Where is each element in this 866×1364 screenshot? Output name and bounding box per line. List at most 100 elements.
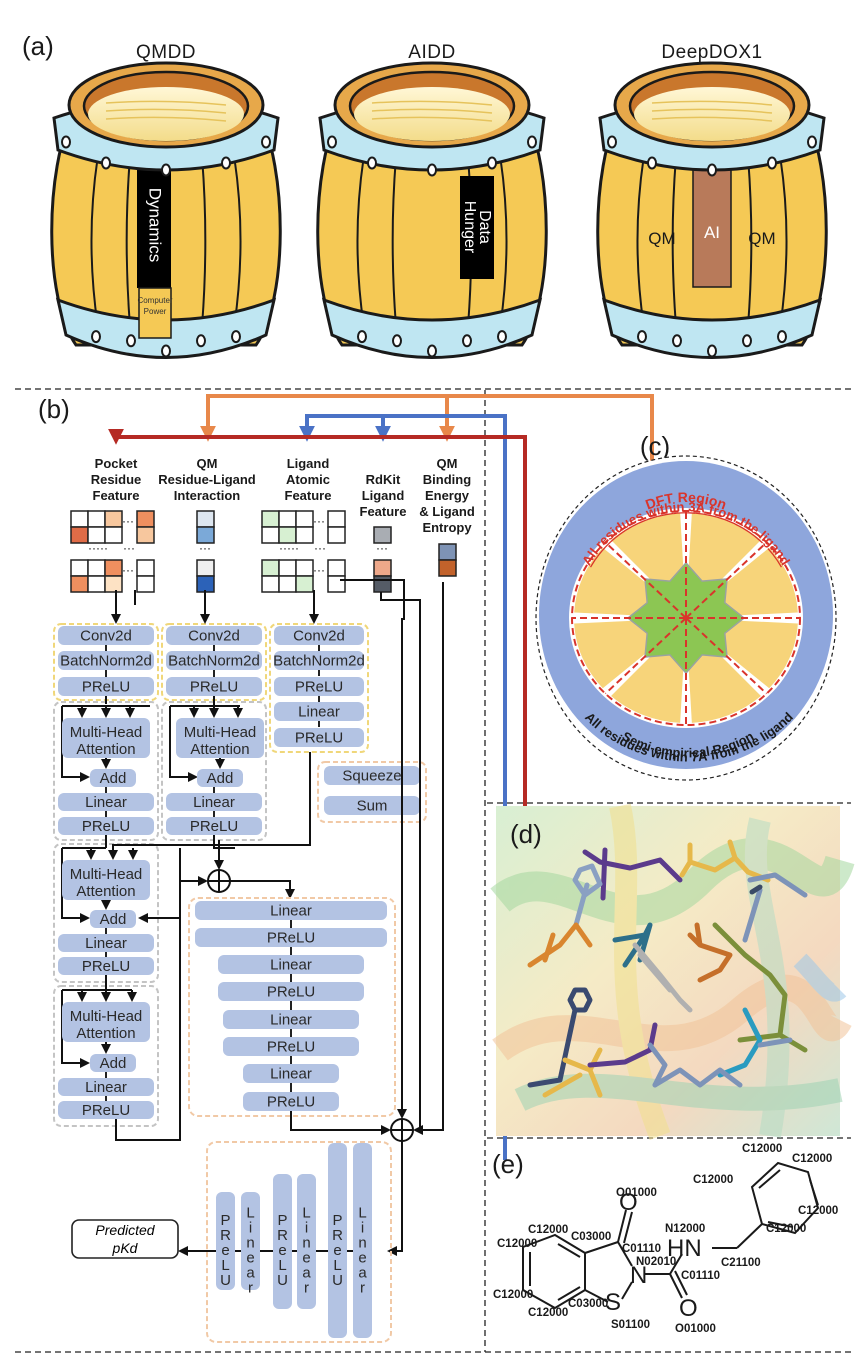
head-block-letter: R [220, 1227, 231, 1244]
squeeze-sum-group [317, 761, 427, 823]
layer-block [223, 1037, 359, 1056]
dft-region-title: DFT Region [643, 489, 729, 513]
head-block-letter: U [277, 1272, 288, 1289]
mha-block [176, 718, 264, 758]
panel-label-a: (a) [22, 31, 54, 61]
atom-label: C12000 [742, 1143, 782, 1155]
barrel-stave-line [671, 157, 677, 326]
barrel-stave-line [391, 157, 397, 326]
rdkit-cell [373, 559, 392, 577]
layer-label: Linear [270, 902, 312, 919]
qm-binding-cell [438, 543, 457, 561]
barrel-rivet [527, 135, 537, 149]
barrel-wood-grain [371, 108, 493, 114]
barrel-rivet [607, 135, 617, 149]
layer-label: Linear [298, 703, 340, 720]
ellipsis: ····· [279, 541, 299, 555]
layer-block [274, 651, 364, 670]
qm-interaction-cell [196, 575, 215, 593]
head-block-letter: r [248, 1279, 253, 1296]
head-block-letter: L [246, 1204, 254, 1221]
head-block-letter: e [278, 1242, 286, 1259]
layer-label: Add [100, 770, 127, 787]
head-block-letter: L [333, 1257, 341, 1274]
barrel-wood-grain [105, 108, 227, 114]
barrel-stave-line [779, 157, 788, 326]
ligand-atomic-cell [278, 559, 297, 577]
barrel-wood-grain [105, 100, 227, 106]
input-header-line: RdKit [366, 472, 401, 487]
layer-label: PReLU [190, 818, 238, 835]
input-header-line: & Ligand [419, 504, 475, 519]
layer-block [58, 934, 154, 952]
layer-block [58, 817, 154, 835]
residue-stick [542, 1047, 603, 1098]
ligand-atomic-cell [261, 559, 280, 577]
layer-block [218, 982, 364, 1001]
head-block [328, 1143, 347, 1338]
input-header-line: Pocket [95, 456, 138, 471]
ligand-skip [340, 579, 405, 620]
atom-label: C12000 [766, 1223, 806, 1235]
layer-block [58, 651, 154, 670]
head-block-letter: e [221, 1242, 229, 1259]
barrel-inside [88, 87, 244, 141]
dft-sector [611, 647, 684, 723]
atom-label: C12000 [497, 1238, 537, 1250]
barrel-title-deepdox1: DeepDOX1 [661, 42, 762, 63]
atom-label: O01000 [675, 1323, 716, 1335]
pocket-residue-cell [104, 526, 123, 544]
layer-label: Add [100, 1055, 127, 1072]
layer-block [243, 1092, 339, 1111]
predicted-pkd-line1: Predicted [95, 1222, 155, 1238]
barrel-stave-line [233, 157, 242, 326]
barrel-rivet [261, 135, 271, 149]
barrel-wood-grain [651, 108, 773, 114]
pocket-residue-cell [70, 510, 89, 528]
layer-label: PReLU [190, 678, 238, 695]
layer-label: Add [207, 770, 234, 787]
dynamics-label: Dynamics [146, 188, 165, 263]
input-header-line: Entropy [422, 520, 472, 535]
atom-label: C12000 [493, 1289, 533, 1301]
panel-label-e: (e) [492, 1149, 524, 1179]
barrel-wood-grain [651, 100, 773, 106]
residue-stick [612, 922, 653, 968]
layer-label: BatchNorm2d [168, 652, 260, 669]
dft-sector [574, 620, 657, 689]
molecule-bonds [522, 1161, 820, 1310]
dft-radial-dash [685, 617, 768, 695]
atom-label: C12000 [528, 1307, 568, 1319]
atom-symbol-n: N [630, 1262, 647, 1289]
input-header-line: Feature [93, 488, 140, 503]
ligand-atomic-cell [261, 526, 280, 544]
input-header-line: Residue-Ligand [158, 472, 256, 487]
atom-label: S01100 [611, 1319, 650, 1331]
barrel-rivet [487, 156, 497, 170]
atom-label: C03000 [568, 1298, 608, 1310]
atom-symbol-o-bottom: O [679, 1295, 698, 1322]
dft-sector [715, 620, 798, 689]
atom-label: C12000 [798, 1205, 838, 1217]
stave-dynamics [137, 160, 171, 288]
layer-block [274, 728, 364, 747]
head-block-letter: a [246, 1264, 255, 1281]
layer-label: PReLU [267, 929, 315, 946]
residue-stick [687, 922, 733, 983]
panel-b: (b) PocketResidueFeatureQMResidue-Ligand… [38, 394, 654, 1343]
barrel-wood-grain [371, 116, 493, 122]
head-block-letter: P [220, 1212, 230, 1229]
layer-label: Multi-Head [70, 866, 143, 883]
barrel-rivet [647, 156, 657, 170]
layer-label: PReLU [82, 818, 130, 835]
layer-block [58, 1078, 154, 1096]
layer-label: Linear [270, 956, 312, 973]
atom-label: C12000 [528, 1224, 568, 1236]
qm-left-label: QM [648, 229, 675, 248]
rdkit-cell [373, 526, 392, 544]
barrel-stave-line [356, 157, 365, 326]
residue-stick [717, 1007, 763, 1078]
layer-label: BatchNorm2d [273, 652, 365, 669]
barrel-rivet [637, 330, 647, 344]
